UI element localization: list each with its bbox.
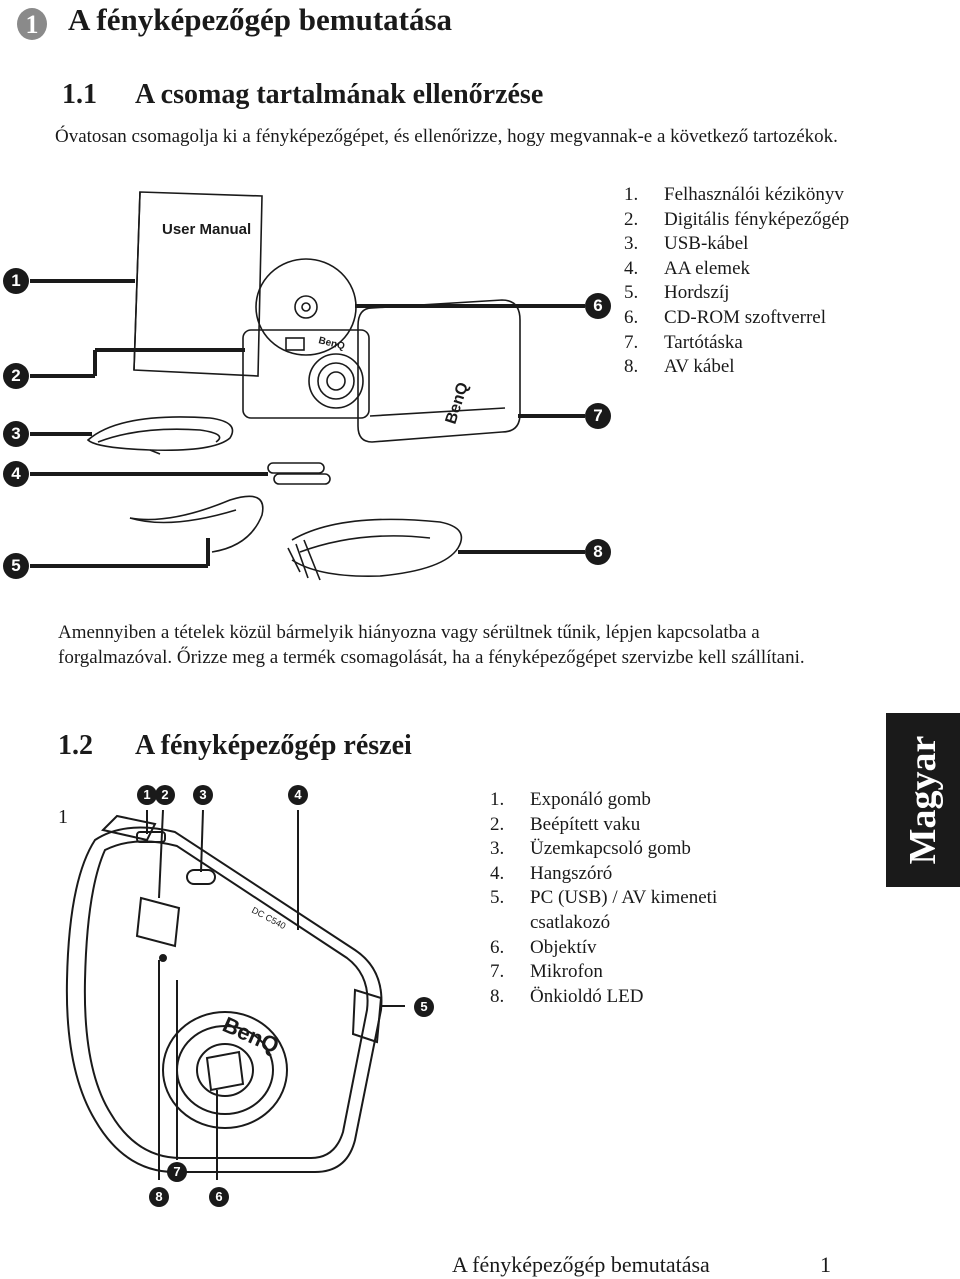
list-item: 7.Tartótáska [624,331,743,353]
package-contents-list: 1.Felhasználói kézikönyv 2.Digitális fén… [624,183,854,380]
camera-parts-list: 1.Exponáló gomb 2.Beépített vaku 3.Üzemk… [490,788,790,1009]
callout-7: 7 [585,403,611,429]
footer-title: A fényképezőgép bemutatása [452,1252,710,1277]
view-marker: 1 [58,806,68,828]
section-title: A fényképezőgép részei [135,730,412,761]
list-item: 7.Mikrofon [490,961,603,983]
list-item: 8.AV kábel [624,356,735,378]
list-item: 1.Felhasználói kézikönyv [624,184,844,205]
language-tab: Magyar [886,713,960,887]
package-contents-illustration: User Manual BenQ BenQ [30,191,585,581]
chapter-title: A fényképezőgép bemutatása [68,2,453,37]
callout-1: 1 [137,785,157,805]
list-item: 5.PC (USB) / AV kimeneti csatlakozó [490,887,718,933]
list-item: 5.Hordszíj [624,282,730,304]
callout-4: 4 [3,461,29,487]
callout-2: 2 [3,363,29,389]
callout-8: 8 [585,539,611,565]
case-brand-logo: BenQ [443,380,472,426]
list-item: 6.CD-ROM szoftverrel [624,306,826,328]
section-title: A csomag tartalmának ellenőrzése [135,79,544,110]
section-number: 1.1 [62,79,97,110]
callout-2: 2 [155,785,175,805]
callout-3: 3 [193,785,213,805]
camera-brand-logo: BenQ [317,335,346,352]
list-item: 4.AA elemek [624,257,751,279]
list-item: 6.Objektív [490,936,597,958]
section-number: 1.2 [58,730,93,761]
chapter-number-badge: 1 [17,8,47,40]
list-item: 8.Önkioldó LED [490,985,644,1007]
page-number: 1 [820,1252,831,1277]
camera-brand-logo: BenQ [219,1012,283,1059]
list-item: 4.Hangszóró [490,862,613,884]
callout-7: 7 [167,1162,187,1182]
section-intro: Óvatosan csomagolja ki a fényképezőgépet… [55,126,838,147]
callout-6: 6 [209,1187,229,1207]
list-item: 2.Digitális fényképezőgép [624,208,850,230]
camera-model-text: DC C540 [250,905,287,931]
callout-8: 8 [149,1187,169,1207]
list-item: 1.Exponáló gomb [490,789,651,810]
callout-1: 1 [3,268,29,294]
list-item: 2.Beépített vaku [490,813,641,835]
camera-parts-illustration: BenQ DC C540 [65,809,405,1180]
list-item: 3.USB-kábel [624,233,749,255]
language-tab-label: Magyar [902,735,944,865]
manual-cover-text: User Manual [162,221,251,238]
callout-3: 3 [3,421,29,447]
callout-5: 5 [414,997,434,1017]
list-item: 3.Üzemkapcsoló gomb [490,838,691,860]
callout-4: 4 [288,785,308,805]
callout-5: 5 [3,553,29,579]
page-footer: A fényképezőgép bemutatása 1 [452,1252,832,1278]
missing-items-note: Amennyiben a tételek közül bármelyik hiá… [58,622,805,668]
callout-6: 6 [585,293,611,319]
